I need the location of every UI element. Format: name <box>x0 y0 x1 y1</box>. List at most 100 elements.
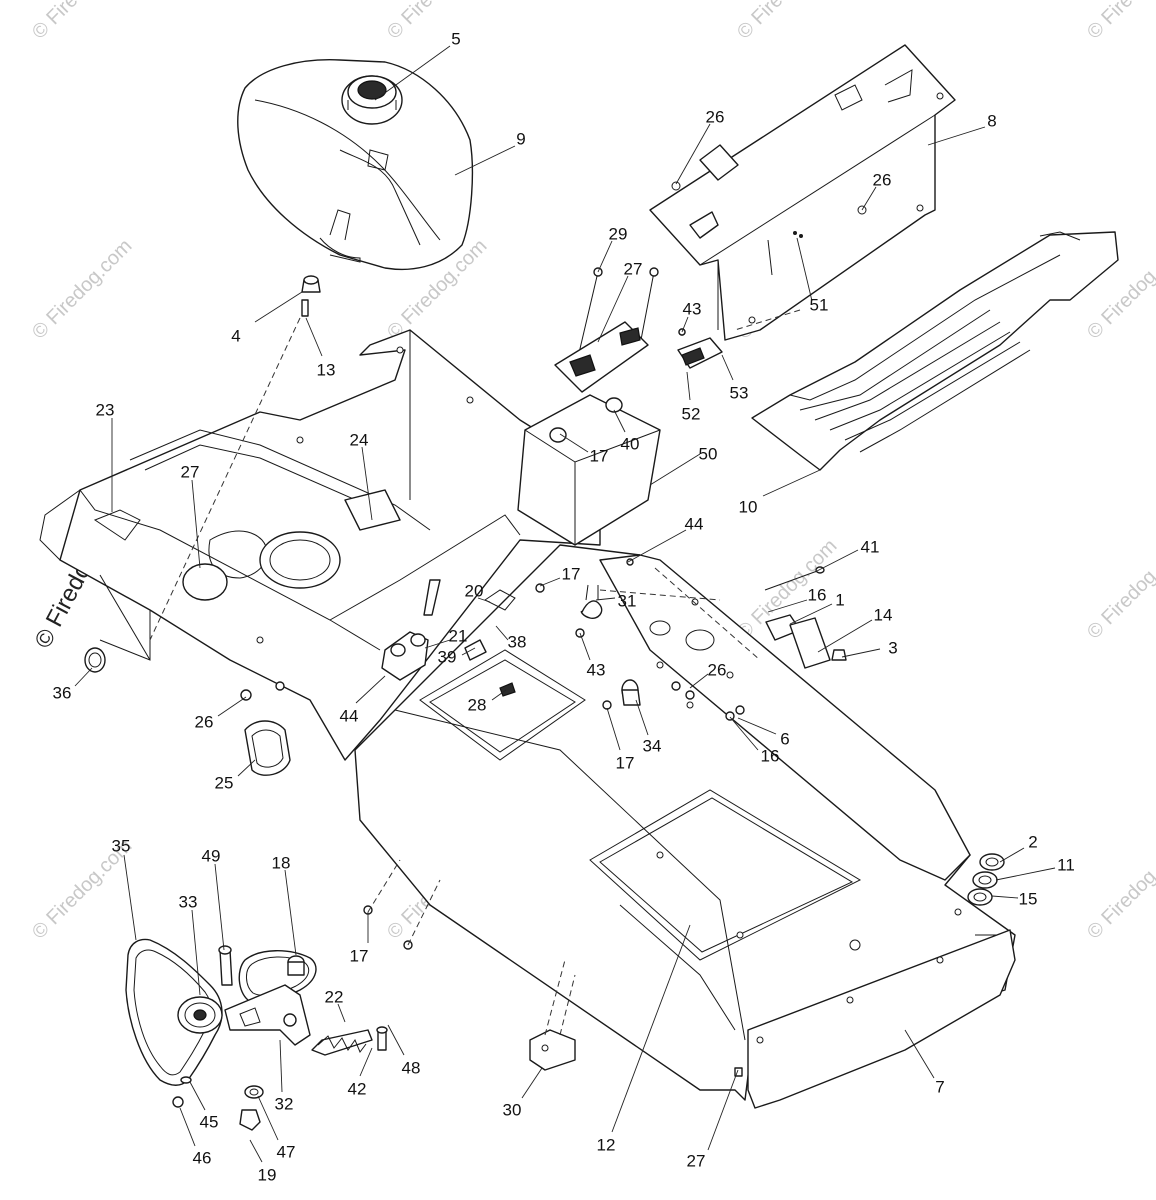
grommet-36 <box>84 647 106 673</box>
callout-39: 39 <box>438 647 457 666</box>
callout-32: 32 <box>275 1094 294 1113</box>
callout-1: 1 <box>835 590 844 609</box>
leader-line-53 <box>721 354 734 381</box>
battery-50 <box>517 394 661 546</box>
callout-12: 12 <box>597 1135 616 1154</box>
callout-2: 2 <box>1028 832 1037 851</box>
callout-27: 27 <box>624 259 643 278</box>
leader-line-15 <box>991 895 1019 899</box>
callout-31: 31 <box>618 591 637 610</box>
leader-line-22 <box>337 1003 346 1023</box>
leader-line-50 <box>649 453 701 486</box>
fuel-valve-4 <box>301 275 321 293</box>
leader-line-9 <box>454 145 516 176</box>
leader-line-7 <box>904 1029 935 1079</box>
idler-arm-32 <box>224 984 311 1046</box>
watermark-text: © Firedog.com <box>383 0 492 44</box>
leader-line-25 <box>237 759 256 777</box>
callout-40: 40 <box>621 434 640 453</box>
leader-line-46 <box>179 1107 196 1147</box>
leader-line-26 <box>675 123 711 185</box>
leader-line-39 <box>461 647 476 656</box>
leader-line-21 <box>424 639 451 649</box>
connector-39 <box>464 639 487 661</box>
callout-8: 8 <box>987 111 996 130</box>
leader-line-6 <box>737 717 777 735</box>
callout-25: 25 <box>215 773 234 792</box>
callout-16: 16 <box>808 585 827 604</box>
callout-49: 49 <box>202 846 221 865</box>
leader-line-19 <box>249 1139 263 1163</box>
spacer-18 <box>287 955 305 976</box>
leader-line-41 <box>814 549 859 573</box>
bracket-38 <box>484 589 516 611</box>
relay-21 <box>381 631 429 681</box>
rear-frame-plate <box>39 329 601 761</box>
leader-line-30 <box>521 1067 543 1099</box>
leader-line-17 <box>559 433 589 453</box>
callout-23: 23 <box>96 400 115 419</box>
callout-10: 10 <box>739 497 758 516</box>
main-frame-12 <box>354 544 1016 1101</box>
washer-45 <box>180 1076 192 1084</box>
watermark-text: © Firedog.com <box>28 235 137 344</box>
callout-53: 53 <box>730 383 749 402</box>
nut-19 <box>239 1109 261 1131</box>
leader-line-51 <box>796 237 813 302</box>
callout-14: 14 <box>874 605 893 624</box>
leader-line-26 <box>217 696 247 717</box>
fuel-cap-5 <box>341 75 403 125</box>
leader-line-14 <box>817 619 873 653</box>
watermark-text: © Firedog.com <box>1083 835 1156 944</box>
leader-line-24 <box>361 446 373 521</box>
leader-line-49 <box>214 863 225 951</box>
callout-11: 11 <box>1057 855 1075 874</box>
callout-6: 6 <box>780 729 789 748</box>
callout-50: 50 <box>699 444 718 463</box>
callout-15: 15 <box>1019 889 1038 908</box>
callout-26: 26 <box>873 170 892 189</box>
callout-26: 26 <box>708 660 727 679</box>
leader-line-16 <box>729 716 759 751</box>
leader-line-52 <box>686 371 691 401</box>
leader-line-17 <box>606 707 621 751</box>
leader-line-33 <box>191 909 201 996</box>
leader-line-18 <box>284 869 297 956</box>
leader-line-42 <box>359 1047 373 1077</box>
leader-line-38 <box>495 625 509 641</box>
callout-27: 27 <box>687 1151 706 1170</box>
callout-16: 16 <box>761 746 780 765</box>
callout-19: 19 <box>258 1165 277 1184</box>
callout-17: 17 <box>562 564 581 583</box>
assembly-lines <box>149 309 801 1036</box>
leader-line-1 <box>789 603 833 625</box>
callout-26: 26 <box>195 712 214 731</box>
leader-line-28 <box>491 689 507 701</box>
watermark-text: © Firedog.com <box>733 0 842 44</box>
console-panel-8 <box>649 44 956 341</box>
callout-44: 44 <box>685 514 704 533</box>
footrest-10 <box>751 231 1119 471</box>
callout-27: 27 <box>181 462 200 481</box>
callout-36: 36 <box>53 683 72 702</box>
switch-52 <box>677 328 723 369</box>
leader-line-32 <box>279 1039 283 1093</box>
callout-43: 43 <box>587 660 606 679</box>
washer-47 <box>244 1085 264 1099</box>
callout-45: 45 <box>200 1112 219 1131</box>
leader-line-2 <box>999 847 1025 863</box>
leader-line-11 <box>995 867 1056 881</box>
leader-line-26 <box>861 186 877 211</box>
callout-42: 42 <box>348 1079 367 1098</box>
plate-14 <box>789 617 831 669</box>
leader-line-16 <box>767 599 808 613</box>
watermark-text: © Firedog.com <box>1083 0 1156 44</box>
leader-line-27 <box>707 1069 739 1151</box>
leader-line-4 <box>254 291 303 323</box>
callout-48: 48 <box>402 1058 421 1077</box>
leader-line-17 <box>539 577 561 587</box>
leader-line-3 <box>841 648 881 658</box>
fitting-13 <box>301 299 309 317</box>
